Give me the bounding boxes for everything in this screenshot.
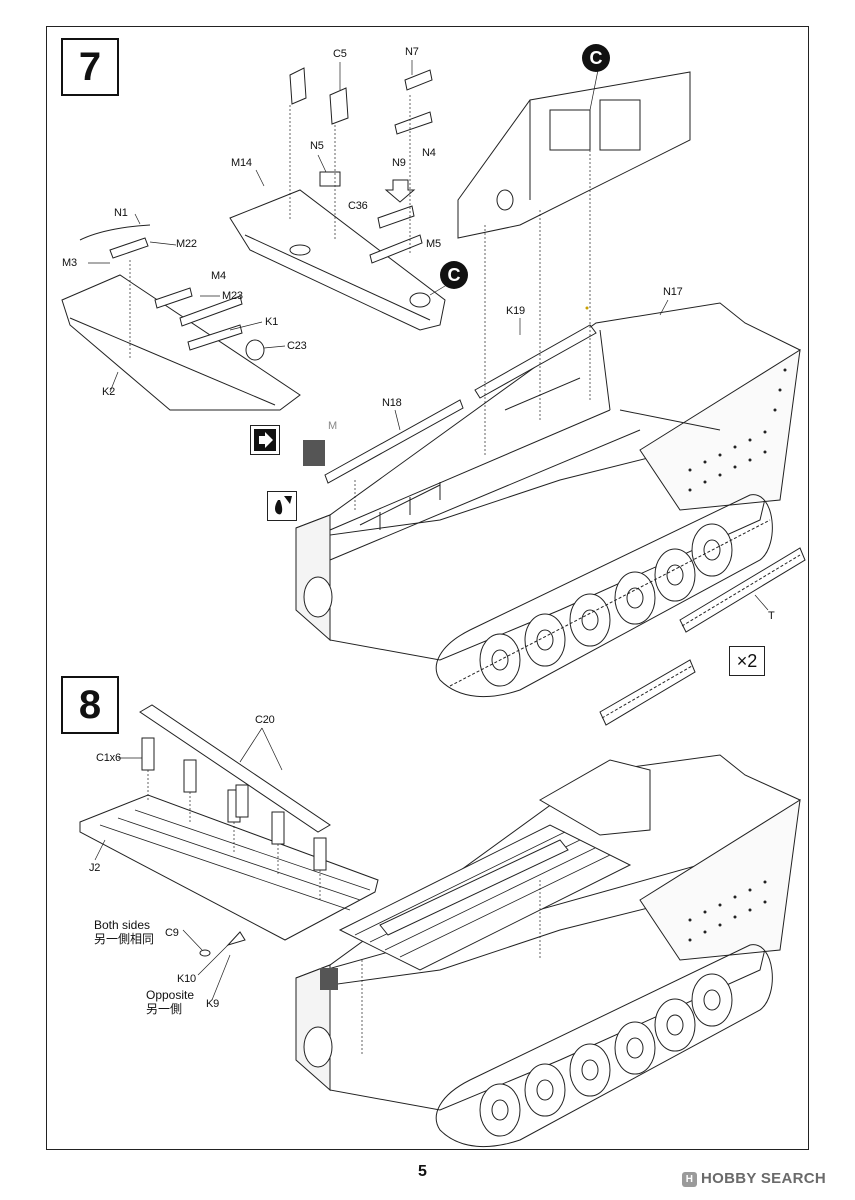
note-both-sides: Both sides 另一側相同 bbox=[94, 918, 154, 946]
note-opposite-en: Opposite bbox=[146, 988, 195, 1002]
label-c20: C20 bbox=[255, 714, 275, 726]
label-m23: M23 bbox=[222, 290, 243, 302]
step-7-number: 7 bbox=[61, 38, 119, 96]
floor-subassembly-step8 bbox=[79, 704, 379, 957]
note-both-sides-zh: 另一側相同 bbox=[94, 932, 155, 946]
label-n1: N1 bbox=[114, 207, 128, 219]
hull-body-step8 bbox=[295, 754, 801, 1148]
label-m4: M4 bbox=[211, 270, 226, 282]
label-k9: K9 bbox=[206, 998, 220, 1010]
label-c23: C23 bbox=[287, 340, 307, 352]
multiplier-badge: ×2 bbox=[729, 646, 765, 676]
watermark-logo-icon: H bbox=[682, 1172, 697, 1187]
note-opposite: Opposite 另一側 bbox=[146, 988, 194, 1016]
label-n9: N9 bbox=[392, 157, 406, 169]
label-m14: M14 bbox=[231, 157, 252, 169]
label-t: T bbox=[768, 610, 775, 622]
paint-drop-icon bbox=[267, 491, 297, 521]
label-j2: J2 bbox=[89, 862, 101, 874]
page-number: 5 bbox=[418, 1163, 427, 1180]
label-c9: C9 bbox=[165, 927, 179, 939]
hull-body-step7 bbox=[295, 302, 801, 698]
label-k10: K10 bbox=[177, 973, 196, 985]
watermark-text: HOBBY SEARCH bbox=[701, 1170, 827, 1187]
step-8-number: 8 bbox=[61, 676, 119, 734]
arrow-right-icon bbox=[250, 425, 280, 455]
label-n7: N7 bbox=[405, 46, 419, 58]
label-m22: M22 bbox=[176, 238, 197, 250]
label-n5: N5 bbox=[310, 140, 324, 152]
label-c1x6: C1x6 bbox=[96, 752, 121, 764]
label-n4: N4 bbox=[422, 147, 436, 159]
page-frame bbox=[46, 26, 809, 1150]
label-k1: K1 bbox=[265, 316, 279, 328]
label-c36: C36 bbox=[348, 200, 368, 212]
subassembly-left bbox=[61, 224, 301, 411]
note-opposite-zh: 另一側 bbox=[146, 1002, 183, 1016]
label-k19: K19 bbox=[506, 305, 525, 317]
label-m3: M3 bbox=[62, 257, 77, 269]
label-c5: C5 bbox=[333, 48, 347, 60]
bulkhead-panel-c bbox=[457, 71, 691, 239]
watermark: H HOBBY SEARCH bbox=[682, 1170, 826, 1187]
label-n17: N17 bbox=[663, 286, 683, 298]
callout-c-mid: C bbox=[440, 261, 468, 289]
label-m5: M5 bbox=[426, 238, 441, 250]
label-k2: K2 bbox=[102, 386, 116, 398]
subassembly-mid bbox=[229, 67, 446, 331]
note-both-sides-en: Both sides bbox=[94, 918, 151, 932]
label-n18: N18 bbox=[382, 397, 402, 409]
label-m: M bbox=[328, 420, 337, 432]
callout-c-top: C bbox=[582, 44, 610, 72]
track-run-t bbox=[599, 547, 806, 726]
